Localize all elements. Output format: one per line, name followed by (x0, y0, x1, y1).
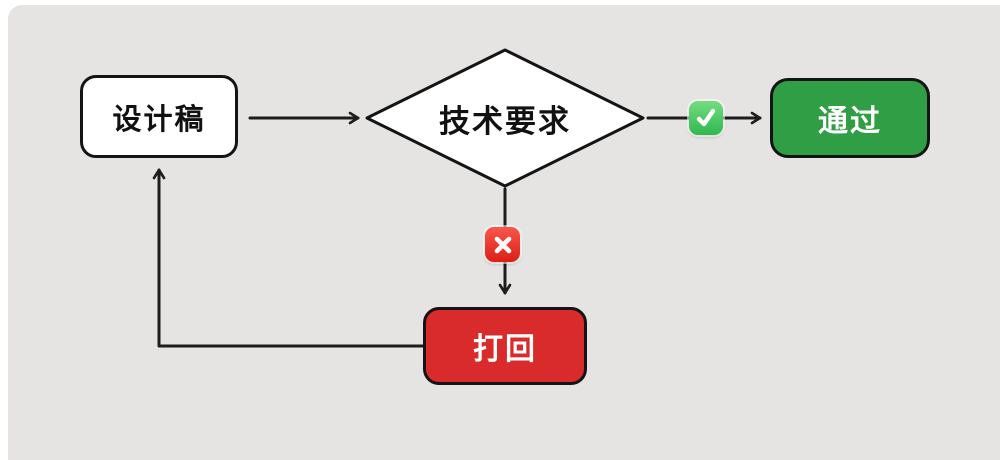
cross-icon-glyph (494, 236, 511, 253)
node-pass: 通过 (770, 78, 930, 158)
node-decision-label: 技术要求 (439, 103, 571, 139)
check-icon (689, 101, 723, 135)
node-decision: 技术要求 (367, 52, 643, 184)
check-icon-glyph (696, 108, 716, 127)
cross-icon (485, 227, 520, 262)
node-pass-label: 通过 (818, 105, 882, 138)
node-reject-label: 打回 (473, 333, 537, 366)
node-design-draft-label: 设计稿 (112, 103, 206, 136)
decision-diamond-shape (365, 48, 645, 188)
edge-reject-to-design (152, 168, 425, 348)
node-design-draft: 设计稿 (80, 75, 238, 158)
node-reject: 打回 (423, 307, 587, 385)
